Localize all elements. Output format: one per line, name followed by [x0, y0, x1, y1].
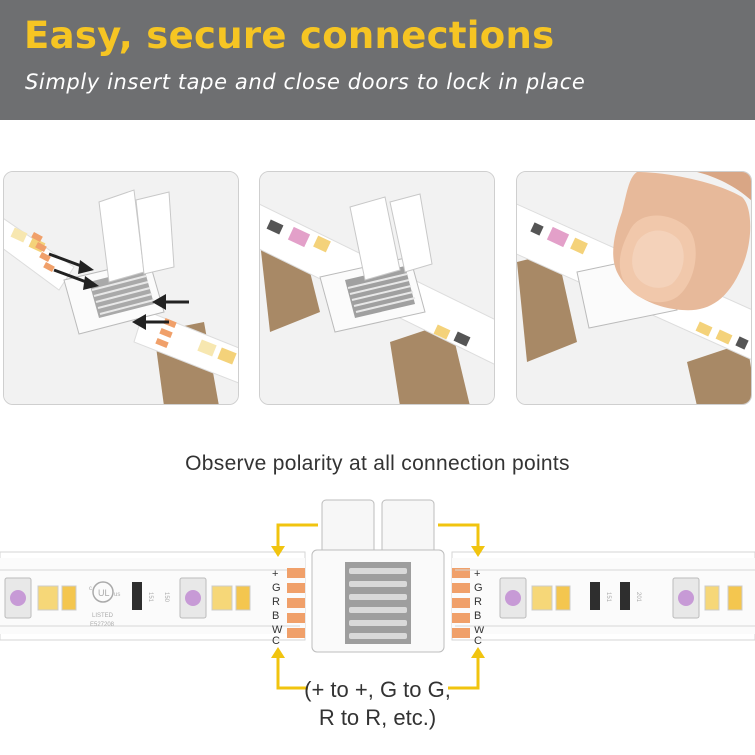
right-strip-components	[455, 569, 755, 627]
pin-label: B	[474, 610, 481, 622]
svg-text:UL: UL	[98, 588, 110, 598]
polarity-note-line1: (+ to +, G to G,	[304, 677, 451, 702]
pin-label: G	[272, 582, 281, 594]
tape-inserted-illustration	[260, 172, 494, 404]
pin-label: W	[272, 624, 283, 636]
left-strip-components: UL	[0, 569, 300, 627]
insert-tape-illustration	[4, 172, 238, 404]
right-copper-pads	[452, 568, 470, 638]
arrow-head	[271, 546, 285, 557]
left-copper-pads	[287, 568, 305, 638]
step-insert-tape-panel	[3, 171, 239, 405]
pin-label: R	[272, 596, 280, 608]
pin-label: R	[474, 596, 482, 608]
pin-label: C	[474, 635, 482, 647]
right-pin-labels: + G R B W C	[474, 568, 485, 647]
pin-label: +	[272, 568, 278, 580]
resistor-code: 201	[635, 592, 641, 603]
polarity-note: (+ to +, G to G, R to R, etc.)	[0, 676, 755, 732]
resistor-code: 151	[605, 592, 611, 603]
ul-code-label: E527208	[90, 622, 115, 628]
pin-label: G	[474, 582, 483, 594]
arrow-head	[471, 546, 485, 557]
page-subtitle: Simply insert tape and close doors to lo…	[25, 70, 586, 94]
polarity-heading: Observe polarity at all connection point…	[185, 452, 570, 475]
arrow-head	[471, 647, 485, 658]
ul-c-mark: c	[89, 586, 92, 592]
strip-connector	[311, 499, 445, 653]
step-tape-inserted-panel	[259, 171, 495, 405]
resistor-code: 151	[147, 592, 153, 603]
polarity-diagram: UL c us LISTED E527208 151 150 + G R B W…	[0, 490, 755, 690]
header-banner: Easy, secure connections Simply insert t…	[0, 0, 755, 120]
polarity-arrows	[276, 523, 480, 690]
resistor-code: 150	[163, 592, 169, 603]
arrow-head	[271, 647, 285, 658]
close-door-illustration	[517, 172, 751, 404]
left-pin-labels: + G R B W C	[272, 568, 283, 647]
ul-listed-label: LISTED	[92, 613, 114, 619]
polarity-diagram-svg: UL c us LISTED E527208 151 150 + G R B W…	[0, 499, 755, 690]
pin-label: W	[474, 624, 485, 636]
page-title: Easy, secure connections	[24, 14, 555, 57]
pin-label: C	[272, 635, 280, 647]
ul-us-mark: us	[114, 592, 120, 598]
polarity-note-line2: R to R, etc.)	[318, 705, 437, 730]
step-close-door-panel	[516, 171, 752, 405]
pin-label: B	[272, 610, 279, 622]
pin-label: +	[474, 568, 480, 580]
